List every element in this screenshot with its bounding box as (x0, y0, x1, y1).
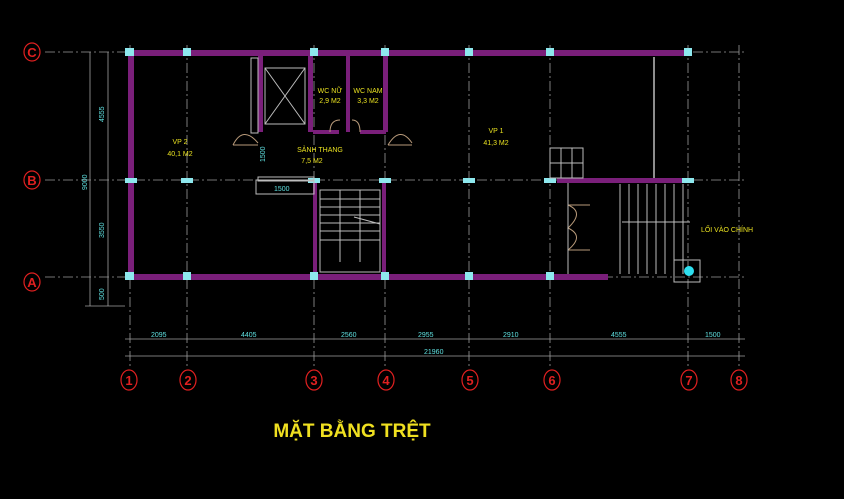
room-wc-nu-area: 2,9 M2 (319, 98, 341, 105)
room-wc-nam-area: 3,3 M2 (357, 98, 379, 105)
dim-vertical-total: 9000 (82, 174, 89, 190)
dim-2-3: 4405 (241, 332, 257, 339)
room-vp2-area: 40,1 M2 (167, 151, 192, 158)
dim-4-5: 2955 (418, 332, 434, 339)
dim-3-4: 2560 (341, 332, 357, 339)
dimension-texts: 2095 4405 2560 2955 2910 4555 1500 21960… (82, 106, 721, 356)
room-vp1-area: 41,3 M2 (483, 140, 508, 147)
dim-vertical-base: 500 (99, 288, 106, 300)
grid-column-label: 3 (310, 373, 317, 388)
column-round (684, 266, 694, 276)
grid-row-label: A (27, 275, 37, 290)
grid-lines (45, 45, 745, 368)
room-wc-nam-name: WC NAM (353, 88, 382, 95)
grid-row-label: C (27, 45, 37, 60)
dim-vertical-c-b: 4555 (99, 106, 106, 122)
grid-column-label: 1 (125, 373, 132, 388)
fixtures (232, 57, 701, 283)
grid-column-label: 5 (466, 373, 473, 388)
room-sanh-name: SẢNH THANG (297, 145, 343, 154)
grid-column-label: 2 (184, 373, 191, 388)
dim-vertical-b-a: 3550 (99, 222, 106, 238)
grid-column-label: 7 (685, 373, 692, 388)
dim-stair-height: 1500 (260, 146, 267, 162)
entrance-label: LỐI VÀO CHÍNH (701, 224, 753, 234)
grid-column-label: 6 (548, 373, 555, 388)
room-vp1-name: VP 1 (488, 128, 503, 135)
dim-stair-width: 1500 (274, 186, 290, 193)
grid-column-bubbles: 1 2 3 4 5 6 7 8 (120, 369, 748, 391)
dim-total: 21960 (424, 349, 444, 356)
grid-column-label: 8 (735, 373, 742, 388)
dim-7-8: 1500 (705, 332, 721, 339)
structural-columns (125, 48, 694, 280)
grid-row-label: B (27, 173, 36, 188)
dim-5-6: 2910 (503, 332, 519, 339)
grid-row-bubbles: C B A (23, 42, 41, 292)
dimension-lines (85, 52, 745, 357)
room-labels: VP 2 40,1 M2 VP 1 41,3 M2 WC NỮ 2,9 M2 W… (167, 86, 753, 234)
grid-column-label: 4 (382, 373, 390, 388)
stair-main (319, 189, 381, 273)
drawing-title: MẶT BẰNG TRỆT (273, 420, 431, 442)
dim-1-2: 2095 (151, 332, 167, 339)
room-wc-nu-name: WC NỮ (318, 86, 343, 95)
stair-entrance (549, 57, 701, 283)
room-sanh-area: 7,5 M2 (301, 158, 323, 165)
room-vp2-name: VP 2 (172, 139, 187, 146)
walls (128, 50, 690, 280)
elevator-shaft (264, 67, 306, 125)
dim-6-7: 4555 (611, 332, 627, 339)
